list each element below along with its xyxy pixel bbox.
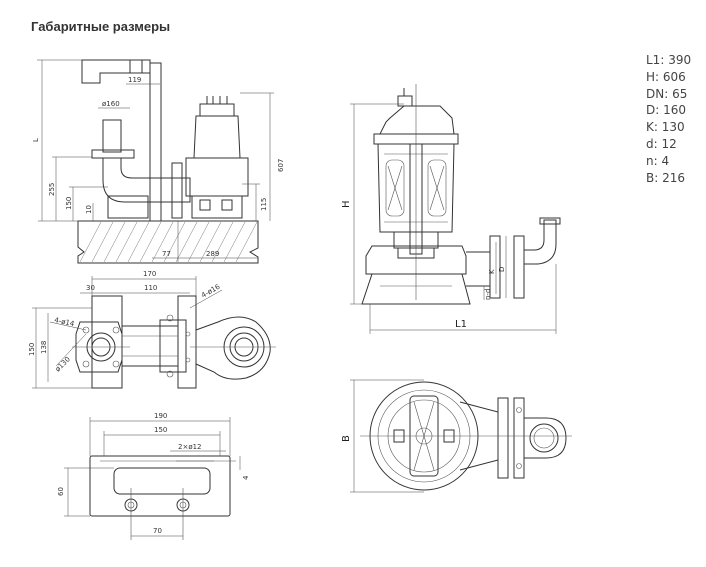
spec-list: L1: 390 H: 606 DN: 65 D: 160 K: 130 d: 1… — [646, 52, 691, 186]
guide-rail — [149, 62, 162, 222]
dim-label: 70 — [153, 527, 162, 535]
plate-view-dimensions: 190 150 2×ø12 4 60 70 — [57, 412, 250, 537]
dim-label: 4 — [242, 475, 250, 480]
spec-label: B — [646, 170, 655, 185]
dim-label: 150 — [28, 343, 36, 356]
pump-front-dimensions: H L1 K D n-d — [341, 103, 557, 334]
pump-top-dimensions: B — [341, 379, 424, 493]
dim-label: D — [498, 267, 506, 272]
spec-value: 160 — [663, 103, 687, 118]
spec-label: L1 — [646, 53, 661, 67]
dim-label: B — [341, 435, 352, 442]
pump-side-body — [185, 96, 249, 219]
plate-view: 190 150 2×ø12 4 60 70 — [57, 412, 250, 540]
dim-label: 4-ø16 — [200, 282, 222, 299]
base-flange — [75, 321, 123, 373]
spec-label: DN — [646, 86, 665, 101]
spec-row-d: D: 160 — [646, 103, 687, 118]
support-base — [361, 273, 471, 305]
spec-value: 606 — [662, 69, 686, 84]
top-view-dimensions: 170 30 110 4-ø16 4-ø14 150 138 ø130 — [28, 270, 223, 389]
spec-label: n — [646, 153, 654, 168]
dim-label: 150 — [154, 426, 167, 434]
spec-row-k: K: 130 — [646, 120, 685, 135]
spec-value: 4 — [661, 153, 670, 168]
dim-label: n-d — [484, 289, 492, 300]
spec-value: 65 — [672, 86, 688, 101]
base-elbow — [102, 157, 191, 203]
dim-label: 110 — [144, 284, 157, 292]
outlet-ring — [195, 316, 271, 380]
spec-value: 12 — [661, 136, 677, 151]
dim-label: 289 — [206, 250, 219, 258]
dim-label: 2×ø12 — [178, 443, 202, 451]
dim-label: L1 — [455, 319, 467, 330]
dim-label: H — [341, 200, 352, 208]
base-plate — [89, 455, 231, 517]
dim-label: 138 — [40, 341, 48, 354]
motor-housing — [377, 143, 455, 233]
pump-front-view: H L1 K D n-d — [341, 84, 561, 334]
dim-label: 119 — [128, 76, 141, 84]
riser-pipe — [102, 119, 122, 153]
dim-label: L — [32, 138, 40, 142]
spec-row-small-d: d: 12 — [646, 136, 677, 151]
spec-value: 130 — [661, 120, 685, 135]
spec-row-l1: L1: 390 — [646, 53, 692, 67]
spec-label: d — [646, 136, 654, 151]
dim-label: 607 — [277, 159, 285, 172]
pump-top-view: B — [341, 379, 572, 493]
dim-label: 255 — [48, 183, 56, 196]
ground-block — [77, 220, 259, 264]
spec-row-b: B: 216 — [646, 170, 685, 185]
spec-row-dn: DN: 65 — [646, 86, 688, 101]
dim-label: 77 — [162, 250, 171, 258]
dim-label: ø130 — [54, 355, 72, 373]
dim-label: K — [488, 269, 496, 274]
dim-label: 150 — [65, 197, 73, 210]
spec-value: 390 — [668, 53, 692, 67]
dim-label: 10 — [85, 205, 93, 214]
spec-label: D — [646, 103, 656, 118]
page-title: Габаритные размеры — [31, 19, 171, 34]
spec-row-h: H: 606 — [646, 69, 686, 84]
dim-label: 60 — [57, 487, 65, 496]
spec-value: 216 — [662, 170, 685, 185]
top-view: 170 30 110 4-ø16 4-ø14 150 138 ø130 — [28, 270, 276, 389]
dim-label: 30 — [86, 284, 95, 292]
volute — [365, 245, 467, 275]
side-view: L 119 ø160 607 255 150 10 115 77 289 — [32, 59, 285, 264]
spec-label: H — [646, 69, 656, 84]
side-view-dimensions: L 119 ø160 607 255 150 10 115 77 289 — [32, 60, 285, 262]
dim-label: 115 — [260, 198, 268, 211]
spec-label: K — [646, 120, 654, 135]
dim-label: ø160 — [102, 100, 120, 108]
dim-label: 190 — [154, 412, 167, 420]
dim-label: 170 — [143, 270, 156, 278]
spec-row-n: n: 4 — [646, 153, 670, 168]
dim-label: 4-ø14 — [54, 316, 76, 328]
